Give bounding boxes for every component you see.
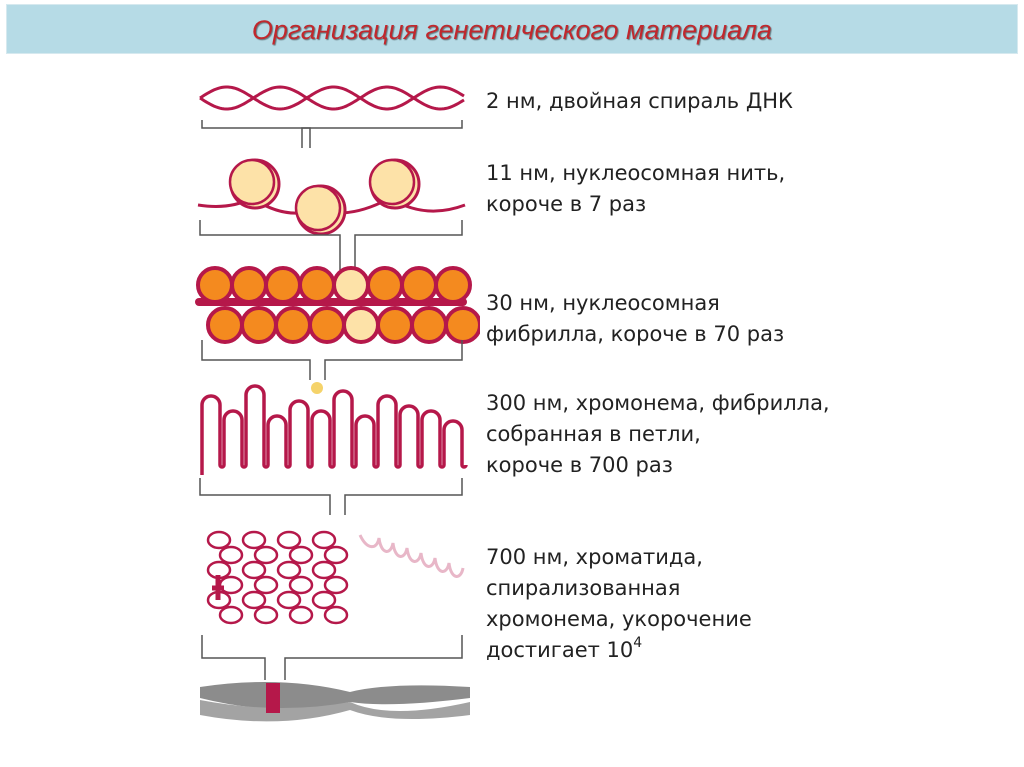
chromatid-coil xyxy=(278,592,300,608)
chromatid-coil xyxy=(243,592,265,608)
chromatid-coil xyxy=(290,577,312,593)
level-label-700nm: 700 нм, хроматида, спирализованная хромо… xyxy=(486,542,752,666)
fibril-nucleosome xyxy=(208,308,242,342)
chromatid-coil xyxy=(278,562,300,578)
chromatid-coil xyxy=(255,577,277,593)
chromatid-coil xyxy=(290,607,312,623)
loop-fiber xyxy=(202,386,466,475)
level-label-300nm: 300 нм, хромонема, фибрилла, собранная в… xyxy=(486,388,830,481)
chromatid-coil xyxy=(220,547,242,563)
uncoiled-fiber xyxy=(360,535,463,576)
chromatid-coil xyxy=(220,577,242,593)
connector-4 xyxy=(200,478,462,515)
fibril-nucleosome xyxy=(412,308,446,342)
fibril-nucleosome xyxy=(378,308,412,342)
nucleosome xyxy=(370,160,414,204)
chromatid-coil xyxy=(313,592,335,608)
chromatid-coil xyxy=(220,607,242,623)
nucleosome-fibril xyxy=(195,268,480,342)
level-label-30nm: 30 нм, нуклеосомная фибрилла, короче в 7… xyxy=(486,288,784,350)
level-label-2nm: 2 нм, двойная спираль ДНК xyxy=(486,86,793,117)
chromatid-coil xyxy=(255,547,277,563)
level-label-11nm: 11 нм, нуклеосомная нить, короче в 7 раз xyxy=(486,158,785,220)
chromosome-band xyxy=(266,683,280,713)
fibril-nucleosome xyxy=(300,268,334,302)
metaphase-chromosome xyxy=(200,682,470,721)
exponent: 4 xyxy=(633,635,642,651)
connector-3 xyxy=(202,340,462,394)
chromatid-coil xyxy=(313,532,335,548)
fibril-nucleosome xyxy=(266,268,300,302)
fibril-nucleosome xyxy=(344,308,378,342)
title-bar: Организация генетического материала xyxy=(6,4,1018,54)
fibril-nucleosome xyxy=(446,308,480,342)
nucleosome xyxy=(230,160,274,204)
fibril-nucleosome xyxy=(232,268,266,302)
chromatid-coil xyxy=(313,562,335,578)
chromonema-loops xyxy=(202,386,466,475)
fibril-nucleosome xyxy=(198,268,232,302)
page-title: Организация генетического материала xyxy=(7,15,1017,46)
chromatid-coil xyxy=(243,532,265,548)
chromatid-coil xyxy=(255,607,277,623)
fibril-nucleosome xyxy=(310,308,344,342)
fibril-nucleosome xyxy=(368,268,402,302)
nucleosome xyxy=(296,186,340,230)
spiralized-chromatid xyxy=(208,532,463,623)
chromatid-coil xyxy=(325,547,347,563)
nucleosome-thread xyxy=(198,160,465,234)
chromatin-diagram xyxy=(190,70,480,760)
fibril-nucleosome xyxy=(402,268,436,302)
chromatid-coil xyxy=(325,577,347,593)
chromatid-coil xyxy=(278,532,300,548)
dna-double-helix xyxy=(200,87,464,109)
fibril-nucleosome xyxy=(242,308,276,342)
connector-5 xyxy=(202,635,462,680)
chromatid-coil xyxy=(208,532,230,548)
fibril-nucleosome xyxy=(334,268,368,302)
connector-1 xyxy=(202,120,462,148)
chromatid-coil xyxy=(290,547,312,563)
fibril-nucleosome xyxy=(276,308,310,342)
fibril-nucleosome xyxy=(436,268,470,302)
chromatid-coil xyxy=(243,562,265,578)
chromatid-coil xyxy=(325,607,347,623)
